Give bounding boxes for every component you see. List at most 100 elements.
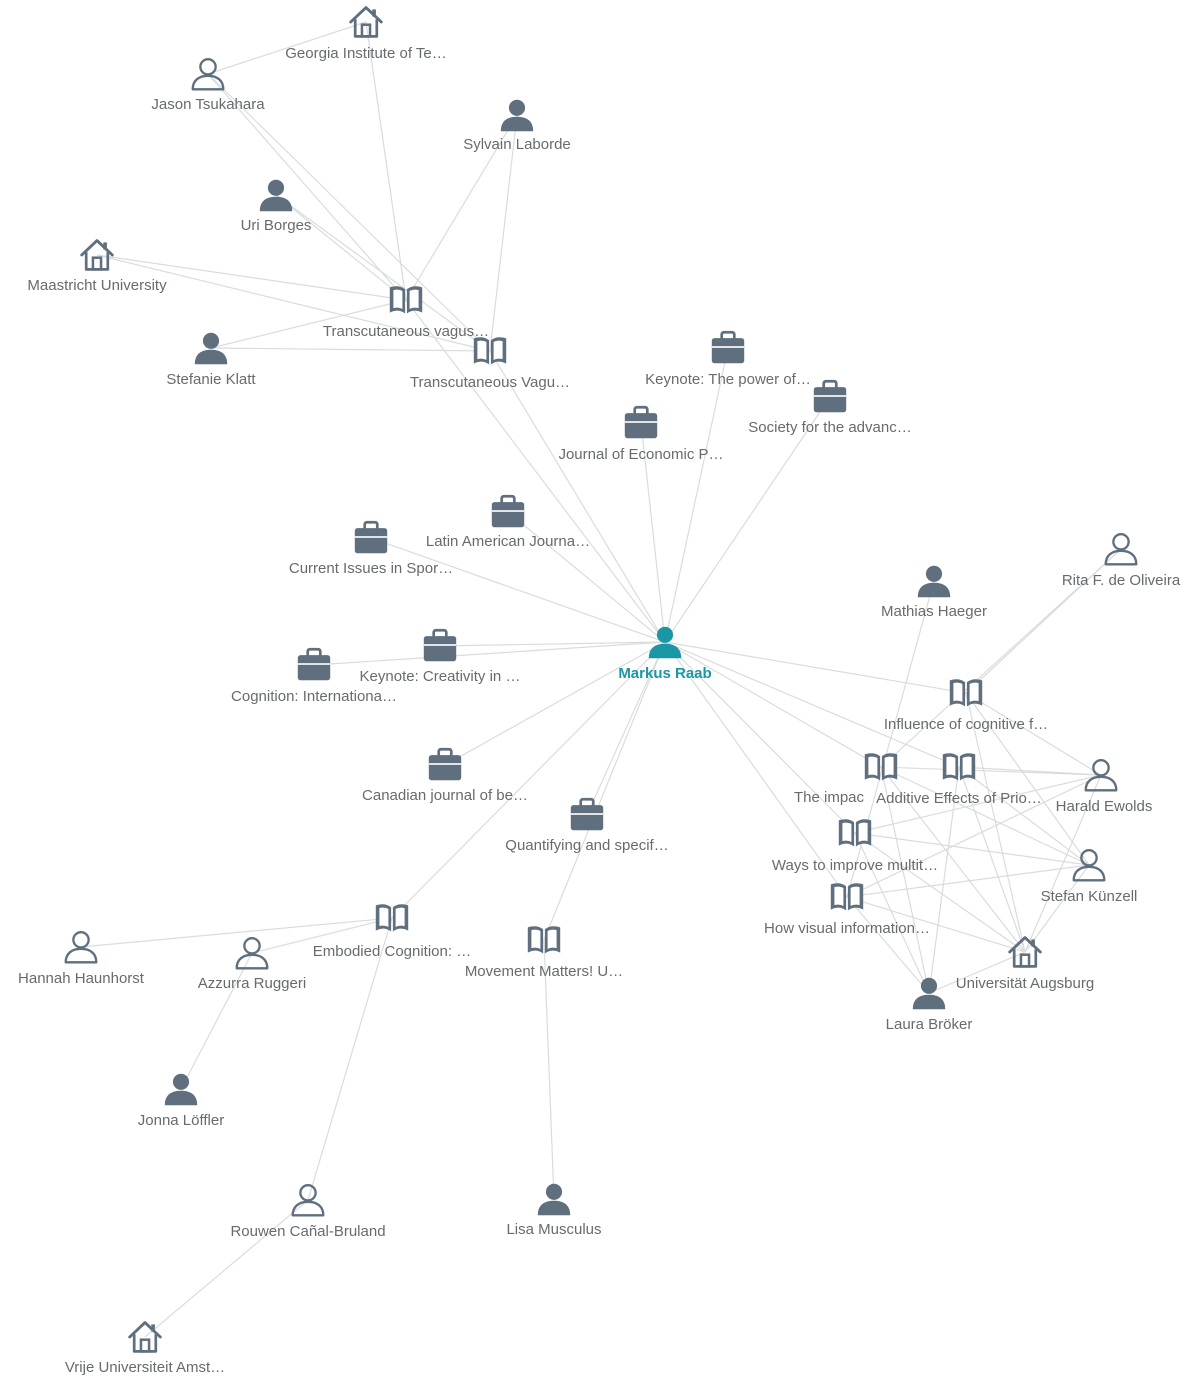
edge-current-markus: [370, 537, 666, 643]
edge-ways-stefan: [854, 832, 1090, 866]
edge-impact-augsburg: [880, 766, 1026, 953]
node-tv1[interactable]: Transcutaneous vagus…: [323, 286, 489, 340]
node-label: Influence of cognitive f…: [884, 716, 1048, 733]
edge-uri-tv1: [275, 194, 407, 301]
node-azzurra[interactable]: Azzurra Ruggeri: [198, 936, 306, 992]
edge-ways-laura: [854, 832, 930, 994]
node-tv2[interactable]: Transcutaneous Vagu…: [410, 337, 570, 391]
node-label: Markus Raab: [618, 665, 711, 682]
node-label: Cognition: Internationa…: [231, 688, 397, 705]
node-sylvain[interactable]: Sylvain Laborde: [463, 99, 571, 153]
person-icon: [917, 565, 951, 598]
node-label: Current Issues in Spor…: [289, 560, 453, 577]
edge-additive-augsburg: [958, 766, 1026, 953]
node-label: Hannah Haunhorst: [18, 970, 145, 987]
node-markus[interactable]: Markus Raab: [618, 626, 712, 682]
node-label: Latin American Journa…: [426, 533, 590, 550]
node-label: Additive Effects of Prio…: [876, 790, 1042, 807]
node-label: Jason Tsukahara: [151, 96, 265, 113]
node-label: Mathias Haeger: [881, 603, 987, 620]
edge-canadian-markus: [444, 641, 666, 766]
node-movement[interactable]: Movement Matters! U…: [465, 926, 623, 980]
node-augsburg[interactable]: Universität Augsburg: [956, 936, 1094, 992]
node-cognition_int[interactable]: Cognition: Internationa…: [231, 647, 397, 705]
node-influence[interactable]: Influence of cognitive f…: [884, 679, 1048, 733]
edge-ways-augsburg: [854, 832, 1026, 953]
edge-movement-lisa: [543, 939, 555, 1200]
edge-sylvain-tv2: [489, 114, 518, 352]
node-mathias[interactable]: Mathias Haeger: [881, 565, 987, 620]
node-quantifying[interactable]: Quantifying and specif…: [505, 797, 669, 854]
node-uri[interactable]: Uri Borges: [241, 179, 312, 234]
node-embodied[interactable]: Embodied Cognition: …: [313, 904, 471, 960]
node-rouwen[interactable]: Rouwen Cañal-Bruland: [230, 1183, 386, 1240]
edge-embodied-hannah: [80, 917, 393, 948]
edge-rita-impact: [880, 548, 1122, 768]
person-icon: [912, 977, 946, 1010]
person-outline-icon: [1084, 758, 1118, 792]
node-label: Keynote: Creativity in …: [360, 668, 521, 685]
briefcase-icon: [569, 797, 605, 832]
edge-impact-markus: [664, 641, 882, 768]
edge-ways-markus: [664, 641, 856, 834]
briefcase-icon: [353, 520, 389, 555]
node-label: Society for the advanc…: [748, 419, 911, 436]
node-current[interactable]: Current Issues in Spor…: [289, 520, 453, 577]
briefcase-icon: [812, 379, 848, 414]
node-stefan[interactable]: Stefan Künzell: [1041, 848, 1138, 905]
node-label: Universität Augsburg: [956, 975, 1094, 992]
node-label: Rita F. de Oliveira: [1062, 572, 1181, 589]
node-ways[interactable]: Ways to improve multit…: [772, 819, 938, 874]
edges-layer: [80, 21, 1122, 1338]
node-keynote_power[interactable]: Keynote: The power of…: [645, 330, 811, 388]
node-maastricht[interactable]: Maastricht University: [27, 239, 167, 294]
edge-embodied-rouwen: [307, 917, 393, 1201]
edge-cognition_int-markus: [313, 641, 666, 666]
edge-society-markus: [664, 396, 831, 643]
node-jep[interactable]: Journal of Economic P…: [558, 405, 724, 463]
edge-movement-markus: [543, 641, 666, 941]
node-keynote_creativity[interactable]: Keynote: Creativity in …: [360, 628, 521, 685]
node-additive[interactable]: Additive Effects of Prio…: [876, 753, 1042, 807]
person-outline-icon: [291, 1183, 325, 1217]
briefcase-icon: [623, 405, 659, 440]
edge-quantifying-markus: [586, 641, 666, 816]
briefcase-icon: [296, 647, 332, 682]
node-impact[interactable]: The impac: [794, 753, 898, 806]
node-canadian[interactable]: Canadian journal of be…: [362, 747, 528, 804]
edge-impact-harald: [880, 766, 1102, 776]
node-society[interactable]: Society for the advanc…: [748, 379, 912, 436]
node-label: Embodied Cognition: …: [313, 943, 471, 960]
node-harald[interactable]: Harald Ewolds: [1056, 758, 1153, 815]
edge-tv2-markus: [489, 350, 666, 643]
node-lisa[interactable]: Lisa Musculus: [506, 1183, 602, 1238]
node-latin[interactable]: Latin American Journa…: [426, 494, 590, 550]
node-howvisual[interactable]: How visual information…: [764, 883, 930, 937]
node-jonna[interactable]: Jonna Löffler: [138, 1073, 224, 1129]
edge-additive-laura: [928, 766, 960, 994]
edge-augsburg-harald: [1024, 774, 1102, 953]
edge-additive-markus: [664, 641, 960, 768]
node-laura[interactable]: Laura Bröker: [886, 977, 973, 1033]
node-stefanie[interactable]: Stefanie Klatt: [166, 332, 256, 388]
edge-embodied-markus: [391, 641, 666, 919]
node-label: Jonna Löffler: [138, 1112, 224, 1129]
node-rita[interactable]: Rita F. de Oliveira: [1062, 532, 1181, 589]
node-hannah[interactable]: Hannah Haunhorst: [18, 930, 145, 987]
edge-influence-markus: [664, 641, 967, 694]
edge-additive-harald: [958, 766, 1102, 776]
edge-additive-stefan: [958, 766, 1090, 866]
briefcase-icon: [490, 494, 526, 529]
node-label: Keynote: The power of…: [645, 371, 811, 388]
node-label: Azzurra Ruggeri: [198, 975, 306, 992]
edge-tv1-markus: [405, 299, 666, 643]
briefcase-icon: [710, 330, 746, 365]
person-outline-icon: [64, 930, 98, 964]
node-jason[interactable]: Jason Tsukahara: [151, 57, 265, 113]
edge-howvisual-laura: [846, 896, 930, 994]
node-vrije[interactable]: Vrije Universiteit Amst…: [65, 1321, 225, 1376]
edge-influence-stefan: [965, 692, 1090, 866]
node-georgia[interactable]: Georgia Institute of Te…: [285, 6, 447, 62]
node-label: Journal of Economic P…: [558, 446, 723, 463]
node-label: Transcutaneous vagus…: [323, 323, 489, 340]
